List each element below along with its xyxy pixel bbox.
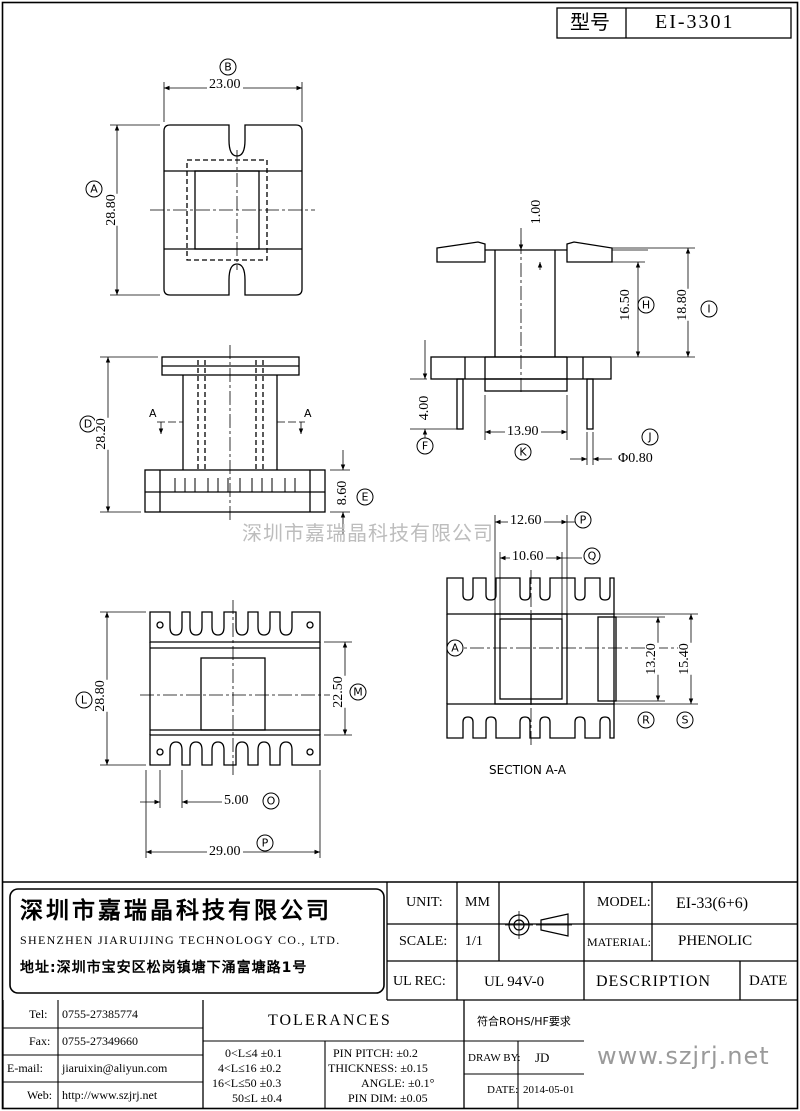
dim-j-value: Φ0.80 <box>618 451 653 466</box>
side-view-left <box>100 345 350 535</box>
company-address: 地址:深圳市宝安区松岗镇塘下涌富塘路1号 <box>20 960 308 976</box>
ulrec-label: UL REC: <box>393 974 446 989</box>
date-header-label: DATE <box>749 973 788 989</box>
draw-by-value: JD <box>535 1050 550 1065</box>
dim-s-value: 13.20 <box>644 643 659 675</box>
scale-label: SCALE: <box>399 934 448 949</box>
tag-l: L <box>80 693 88 707</box>
tol-length-3: 16<L≤50 ±0.3 <box>212 1076 282 1090</box>
tag-r: Q <box>587 549 597 563</box>
bottom-view <box>100 600 352 858</box>
tag-q: P <box>579 513 587 527</box>
web-value[interactable]: http://www.szjrj.net <box>62 1088 158 1102</box>
dim-k-value: 13.90 <box>505 424 541 439</box>
tag-b: B <box>224 60 232 74</box>
title-block-grid <box>2 7 797 1108</box>
tel-value: 0755-27385774 <box>62 1007 138 1021</box>
dim-t-value: 15.40 <box>677 643 692 675</box>
dim-o-value: 5.00 <box>222 793 251 808</box>
dim-p-value: 29.00 <box>207 844 243 859</box>
material-value: PHENOLIC <box>678 933 753 949</box>
dim-e-value: 8.60 <box>335 480 350 506</box>
email-label: E-mail: <box>7 1061 43 1075</box>
tol-other-3: ANGLE: ±0.1° <box>361 1076 435 1090</box>
tag-e: E <box>361 490 369 504</box>
website-url[interactable]: www.szjrj.net <box>597 1042 770 1070</box>
dim-a-value: 28.80 <box>104 194 119 226</box>
tag-section-a: A <box>451 641 459 655</box>
dim-i-value: 18.80 <box>675 289 690 321</box>
watermark-text: 深圳市嘉瑞晶科技有限公司 <box>242 521 494 545</box>
type-label: 型号 <box>570 10 610 34</box>
section-caption: SECTION A-A <box>489 763 566 777</box>
tag-j: J <box>648 430 652 444</box>
tag-d: D <box>83 417 93 431</box>
dim-d-value: 28.20 <box>94 418 109 450</box>
unit-value: MM <box>465 895 490 910</box>
tag-p: P <box>261 836 269 850</box>
company-name-cn: 深圳市嘉瑞晶科技有限公司 <box>20 898 332 924</box>
tel-label: Tel: <box>29 1007 48 1021</box>
tag-t: S <box>681 713 689 727</box>
tol-length-2: 4<L≤16 ±0.2 <box>218 1061 282 1075</box>
description-label: DESCRIPTION <box>596 973 712 990</box>
dim-m-value: 22.50 <box>331 676 346 708</box>
tag-a: A <box>90 182 98 196</box>
dim-h-value: 16.50 <box>618 289 633 321</box>
scale-value: 1/1 <box>465 934 483 949</box>
email-value[interactable]: jiaruixin@aliyun.com <box>62 1061 168 1075</box>
tag-f: F <box>421 439 429 453</box>
section-mark-left: A <box>149 407 157 420</box>
tol-length-1: 0<L≤4 ±0.1 <box>225 1046 283 1060</box>
dim-c1-value: 1.00 <box>529 199 544 225</box>
company-name-en: SHENZHEN JIARUIJING TECHNOLOGY CO., LTD. <box>20 933 341 947</box>
projection-symbol-icon <box>505 911 572 939</box>
material-label: MATERIAL: <box>587 935 651 949</box>
top-view <box>110 82 315 296</box>
tol-length-4: 50≤L ±0.4 <box>232 1091 283 1105</box>
section-view <box>446 515 698 745</box>
tag-o: O <box>266 794 276 808</box>
dim-b-value: 23.00 <box>207 77 243 92</box>
web-label: Web: <box>27 1088 53 1102</box>
type-value: EI-3301 <box>655 11 735 33</box>
date-label: DATE: <box>487 1084 519 1096</box>
tag-s: R <box>642 713 650 727</box>
tolerances-title: TOLERANCES <box>268 1012 392 1029</box>
tol-other-4: PIN DIM: ±0.05 <box>348 1091 428 1105</box>
model-label: MODEL: <box>597 895 651 910</box>
dim-r-value: 10.60 <box>510 549 546 564</box>
tag-m: M <box>353 685 363 699</box>
ulrec-value: UL 94V-0 <box>484 974 545 990</box>
dim-f-value: 4.00 <box>417 395 432 421</box>
section-mark-right: A <box>304 407 312 420</box>
tol-other-1: PIN PITCH: ±0.2 <box>333 1046 418 1060</box>
circle-tags <box>75 58 718 852</box>
fax-label: Fax: <box>29 1034 51 1048</box>
draw-by-label: DRAW BY: <box>468 1052 521 1064</box>
date-value: 2014-05-01 <box>523 1084 575 1096</box>
unit-label: UNIT: <box>406 895 443 910</box>
tol-other-2: THICKNESS: ±0.15 <box>328 1061 428 1075</box>
dim-l-value: 28.80 <box>93 680 108 712</box>
tag-i: I <box>707 302 711 316</box>
fax-value: 0755-27349660 <box>62 1034 138 1048</box>
rohs-note: 符合ROHS/HF要求 <box>477 1015 571 1028</box>
model-value: EI-33(6+6) <box>676 895 749 912</box>
tag-k: K <box>519 445 527 459</box>
dim-q-value: 12.60 <box>508 513 544 528</box>
tag-h: H <box>641 298 651 312</box>
